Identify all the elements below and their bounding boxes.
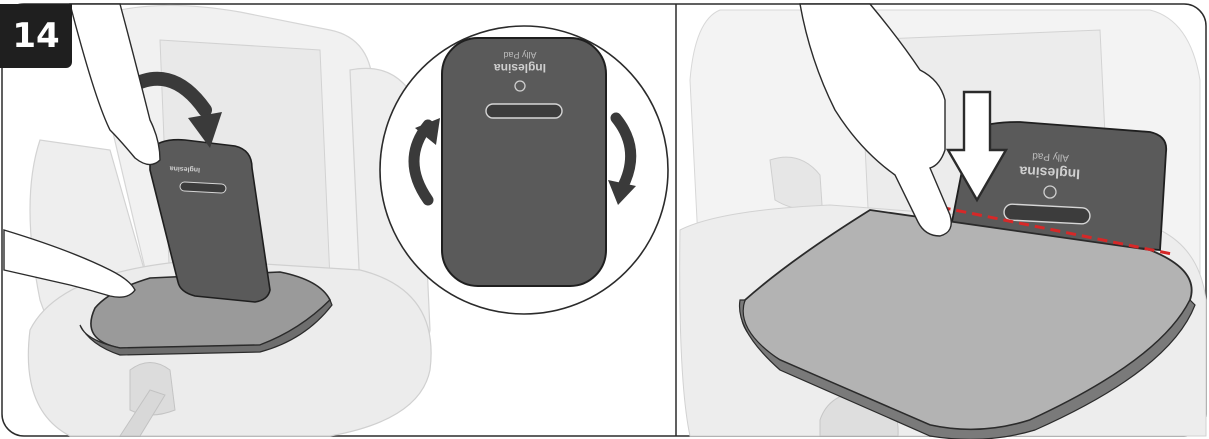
right-panel: Inglesina Ally Pad bbox=[680, 4, 1206, 439]
zoom-pad-product: Ally Pad bbox=[503, 50, 536, 60]
pad-back-slot bbox=[180, 182, 226, 193]
left-panel: Inglesina Inglesina Ally Pad bbox=[4, 4, 668, 436]
pad-back-right-brand: Inglesina bbox=[1019, 163, 1081, 182]
pad-back-right-product: Ally Pad bbox=[1032, 150, 1069, 163]
step-number-badge: 14 bbox=[0, 4, 72, 68]
zoom-pad-slot bbox=[486, 104, 562, 118]
zoom-pad-brand: Inglesina bbox=[494, 61, 546, 75]
